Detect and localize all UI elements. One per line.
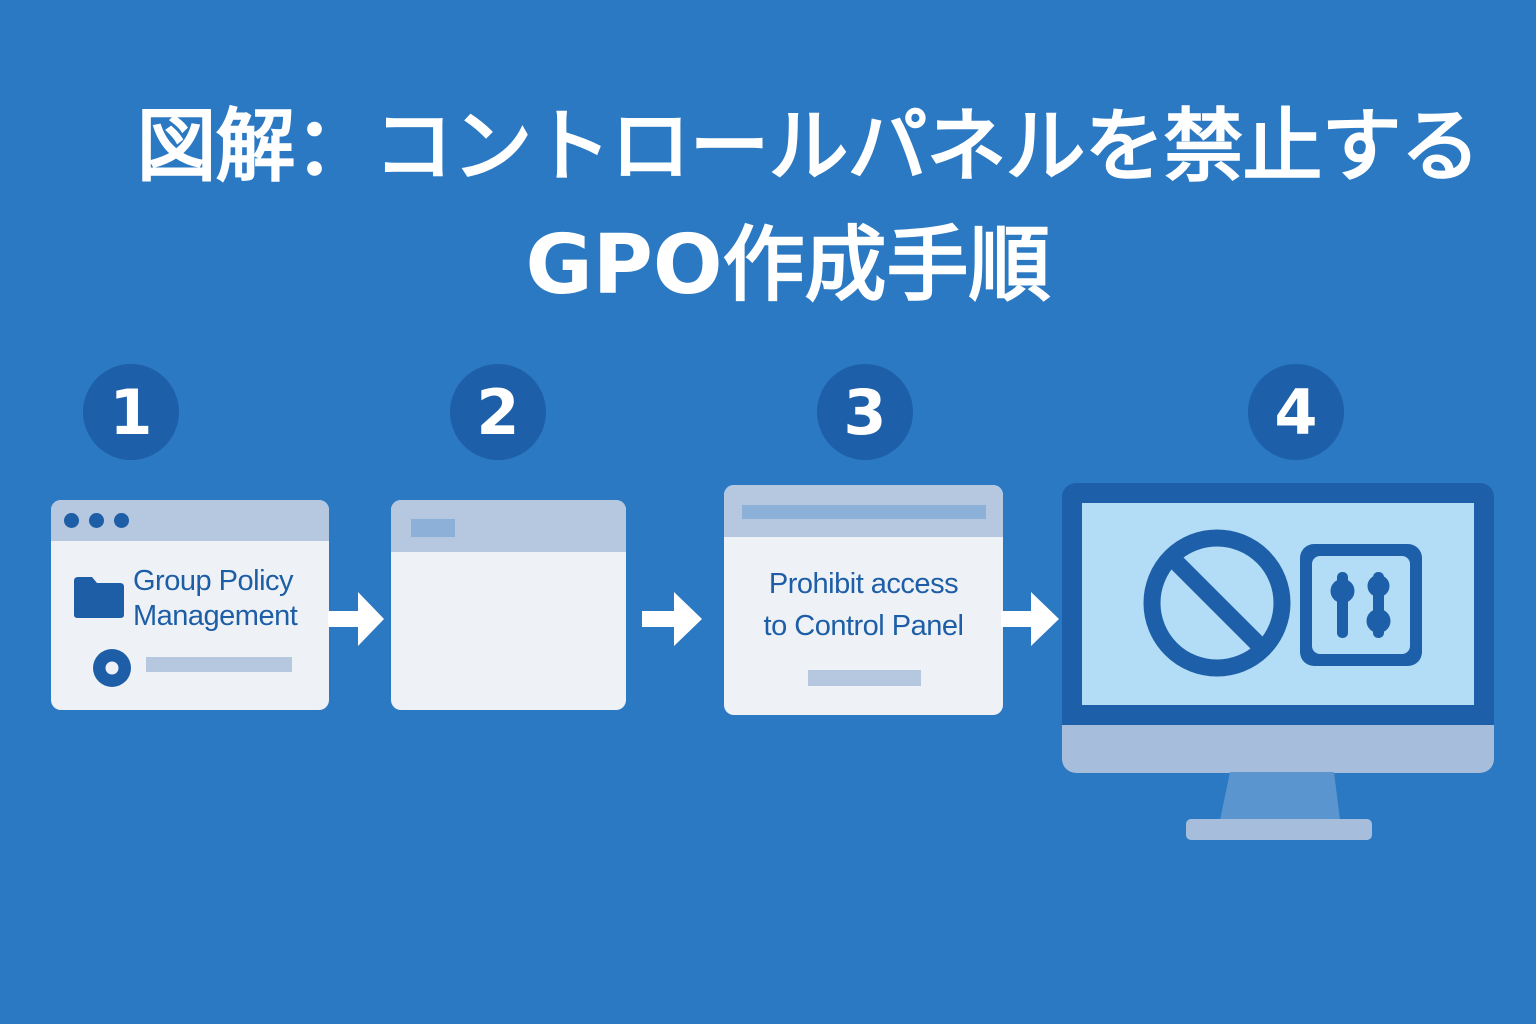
step-2-number: 2 [450,364,546,460]
step-1-card-text: Group Policy Management [133,564,298,634]
window-dot [114,513,129,528]
step-1-window-card: Group Policy Management [51,500,329,710]
monitor-chin [1062,725,1494,773]
prohibited-icon [1143,529,1291,677]
arrow-right-icon [1001,592,1059,646]
window-dot [64,513,79,528]
step-3-window-card: Prohibit access to Control Panel [724,485,1003,715]
folder-icon [74,577,124,618]
monitor-icon [1062,483,1494,773]
step-1-text-line1: Group Policy [133,565,294,597]
step-2-window-card [391,500,626,710]
disc-icon [93,649,131,687]
titlebar-tab [411,519,455,537]
sliders-icon [1300,544,1422,666]
diagram-title-line2: GPO作成手順 [525,218,1051,313]
step-3-text-line1: Prohibit access [768,568,959,600]
placeholder-bar [146,657,292,672]
diagram-title-line1: 図解：コントロールパネルを禁止する [136,100,1481,193]
step-3-number: 3 [817,364,913,460]
arrow-right-icon [642,592,702,646]
step-1-text-line2: Management [133,599,298,632]
arrow-right-icon [328,592,384,646]
step-1-number: 1 [83,364,179,460]
step-3-card-text: Prohibit access to Control Panel [724,563,1003,647]
step-4-number: 4 [1248,364,1344,460]
titlebar-strip [742,505,986,519]
placeholder-bar [808,670,921,686]
monitor-stand [1220,772,1340,820]
monitor-screen [1082,503,1474,705]
step-3-text-line2: to Control Panel [763,610,964,643]
monitor-base [1186,819,1372,840]
window-dot [89,513,104,528]
